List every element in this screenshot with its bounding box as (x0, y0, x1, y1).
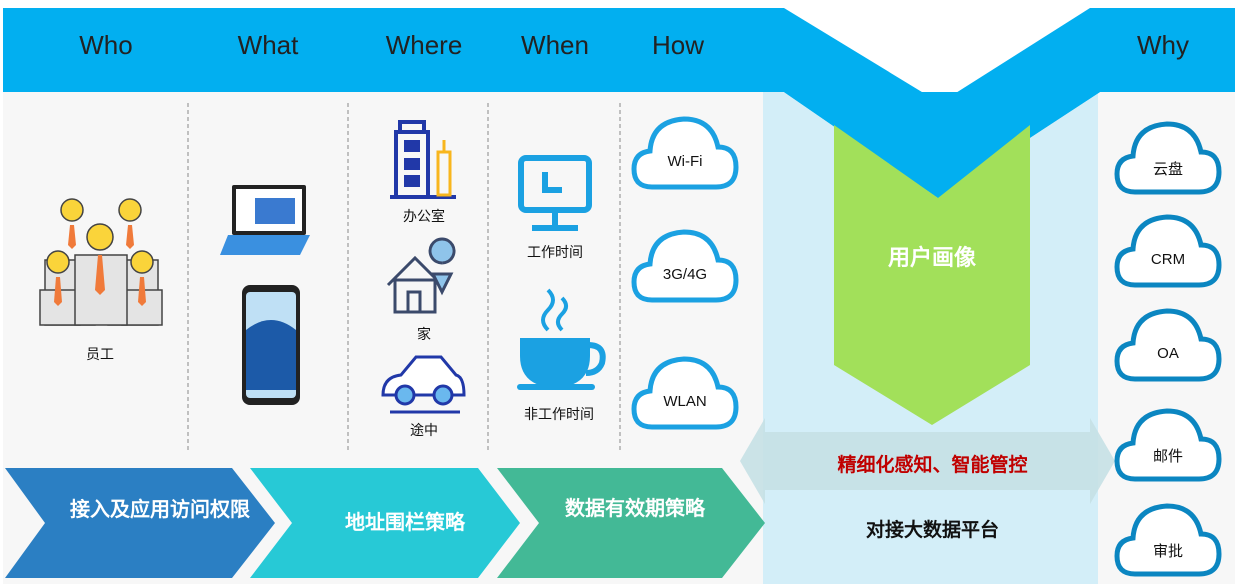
work-time-label: 工作时间 (527, 244, 583, 260)
platform-label: 对接大数据平台 (865, 520, 999, 541)
off-time-label: 非工作时间 (524, 406, 594, 422)
validity-policy-label: 数据有效期策略 (565, 498, 705, 520)
cloud-why-1: CRM (1113, 213, 1223, 288)
cloud-icon (1114, 308, 1222, 382)
cloud-label: 审批 (1152, 543, 1183, 560)
cloud-why-0: 云盘 (1113, 120, 1223, 195)
cloud-why-2: OA (1113, 307, 1223, 382)
cloud-icon (631, 229, 739, 303)
cloud-label: OA (1157, 345, 1179, 362)
office-building-icon (390, 120, 456, 199)
transit-label: 途中 (410, 422, 438, 438)
cloud-wlan: WLAN (630, 355, 740, 430)
cloud-icon (1114, 214, 1222, 288)
cloud-label: 邮件 (1152, 448, 1183, 465)
header-where: Where (385, 30, 463, 60)
header-when: When (521, 30, 589, 60)
double-arrow (740, 418, 1115, 504)
coffee-cup-icon (517, 288, 606, 390)
slogan-label: 精细化感知、智能管控 (837, 455, 1028, 476)
phone-icon (242, 285, 300, 405)
header-how: How (651, 30, 705, 60)
chevron-access (5, 468, 275, 578)
geofence-policy-label: 地址围栏策略 (345, 512, 465, 534)
cloud-3g4g: 3G/4G (630, 228, 740, 303)
header-who: Who (79, 30, 133, 60)
cloud-icon (1114, 121, 1222, 195)
office-label: 办公室 (403, 208, 445, 224)
user-profile-label: 用户画像 (887, 245, 976, 270)
cloud-label: Wi-Fi (667, 153, 703, 170)
cloud-icon (631, 356, 739, 430)
cloud-wifi: Wi-Fi (630, 115, 740, 190)
cloud-label: WLAN (663, 393, 707, 410)
chevron-validity (497, 468, 765, 578)
cloud-why-3: 邮件 (1113, 407, 1223, 482)
header-what: What (237, 30, 299, 60)
chevron-geofence (250, 468, 520, 578)
home-label: 家 (417, 326, 431, 342)
employee-label: 员工 (86, 346, 114, 362)
cloud-icon (1114, 503, 1222, 577)
laptop-icon (220, 185, 310, 255)
cloud-why-4: 审批 (1113, 502, 1223, 577)
cloud-label: CRM (1150, 251, 1186, 268)
employees-icon (39, 198, 163, 326)
header-why: Why (1137, 30, 1189, 60)
clock-monitor-icon (518, 155, 592, 231)
user-profile-shape (834, 125, 1030, 425)
cloud-icon (1114, 408, 1222, 482)
access-policy-label: 接入及应用访问权限 (70, 499, 250, 521)
cloud-icon (631, 116, 739, 190)
car-icon (381, 355, 466, 414)
cloud-label: 云盘 (1152, 161, 1183, 178)
home-icon (386, 237, 456, 314)
cloud-label: 3G/4G (662, 266, 708, 283)
